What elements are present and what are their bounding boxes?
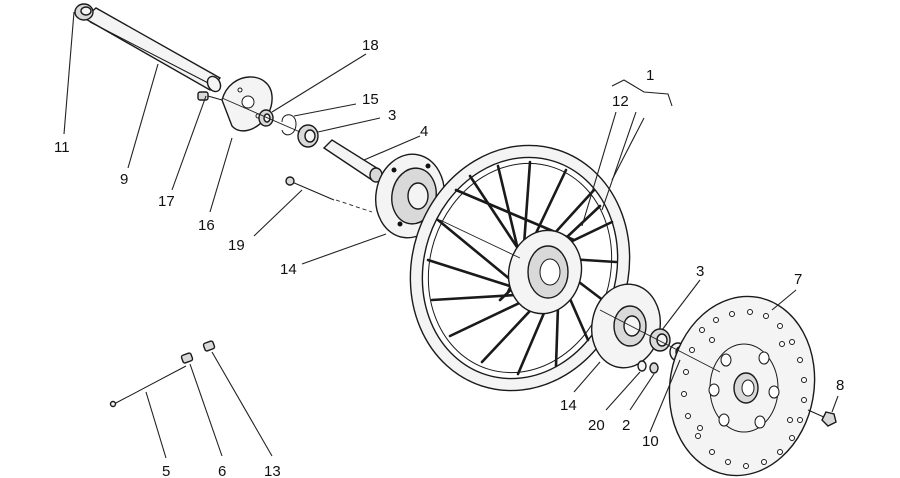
- callout-6: 6: [218, 463, 226, 478]
- brake-disc: [668, 295, 816, 477]
- spacer-tube: [322, 139, 383, 183]
- callout-2: 2: [622, 417, 630, 434]
- callout-15: 15: [362, 91, 379, 108]
- callout-9: 9: [120, 171, 128, 188]
- callout-19: 19: [228, 237, 245, 254]
- washer-20: [637, 360, 647, 372]
- callout-5: 5: [162, 463, 170, 478]
- callouts: 1 12 18 15 3 4 11 9 17 16 19 14 3 7 14 2…: [54, 37, 844, 478]
- callout-11: 11: [54, 139, 70, 156]
- callout-4: 4: [420, 123, 428, 140]
- callout-12: 12: [612, 93, 629, 110]
- disc-bolt-8: [807, 409, 837, 427]
- callout-16: 16: [198, 217, 215, 234]
- wheel-hub: [507, 229, 583, 315]
- callout-17: 17: [158, 193, 175, 210]
- spoke-5: [109, 365, 187, 408]
- spacer-18: [258, 109, 274, 127]
- axle-nut: [74, 3, 94, 21]
- bolt-17: [197, 91, 223, 101]
- callout-14-upper: 14: [280, 261, 297, 278]
- circlip: [281, 114, 297, 136]
- nipple-6: [180, 352, 194, 364]
- long-bolt-19: [285, 176, 335, 201]
- callout-13: 13: [264, 463, 281, 478]
- callout-18: 18: [362, 37, 379, 54]
- callout-10: 10: [642, 433, 659, 450]
- nipple-13: [202, 340, 216, 352]
- assembly-axis: [221, 97, 721, 373]
- leader-lines: [63, 11, 839, 459]
- callout-14-lower: 14: [560, 397, 577, 414]
- bearing-upper: [297, 124, 319, 148]
- callout-3-upper: 3: [388, 107, 396, 124]
- callout-3-lower: 3: [696, 263, 704, 280]
- callout-8: 8: [836, 377, 844, 394]
- callout-20: 20: [588, 417, 605, 434]
- callout-7: 7: [794, 271, 802, 288]
- callout-1: 1: [646, 67, 654, 84]
- bearing-lower: [649, 328, 671, 352]
- nut-2: [649, 362, 659, 374]
